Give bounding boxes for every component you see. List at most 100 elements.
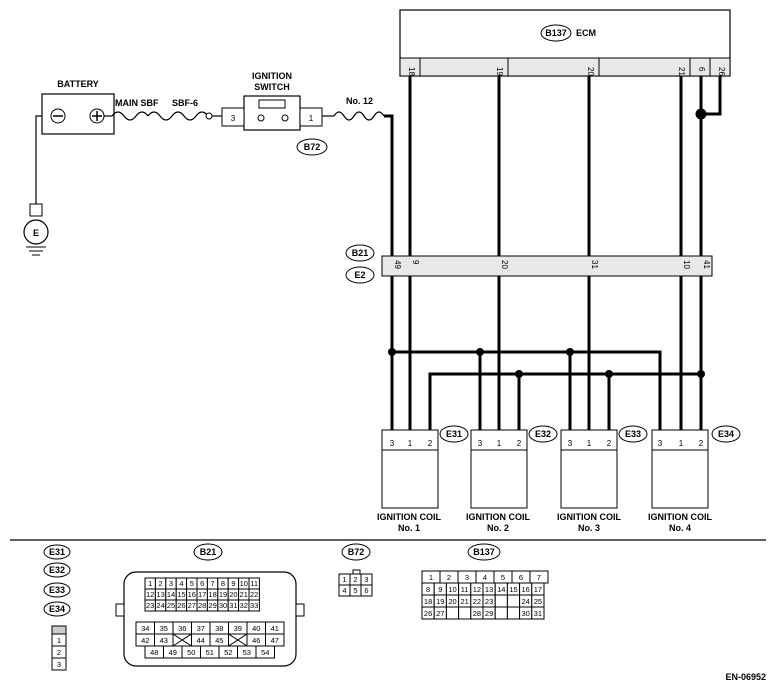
legend-coil-connector: E32 — [49, 565, 65, 575]
pin-number: 20 — [229, 590, 237, 599]
ground: E — [23, 115, 49, 256]
pin-number: 5 — [190, 579, 194, 588]
coil-number: No. 3 — [578, 523, 600, 533]
pin-number: 25 — [167, 601, 175, 610]
pin-number: 16 — [188, 590, 196, 599]
pin-number: 17 — [198, 590, 206, 599]
pin-number: 9 — [231, 579, 235, 588]
ground-label: E — [33, 228, 39, 238]
pin-number: 25 — [534, 597, 542, 606]
legend-coil-connector: E31 — [49, 547, 65, 557]
pin-number: 9 — [438, 585, 442, 594]
pin-number: 13 — [156, 590, 164, 599]
pin-number: 53 — [243, 648, 251, 657]
pin-number: 2 — [353, 575, 357, 584]
pin-number: 37 — [197, 624, 205, 633]
pin-number: 21 — [240, 590, 248, 599]
ignition-coil-4: 3 1 2 E34 IGNITION COIL No. 4 — [648, 425, 741, 533]
coil-pin: 2 — [517, 439, 522, 448]
pin-cell — [255, 645, 275, 659]
pin-number: 29 — [485, 609, 493, 618]
pin-number: 10 — [240, 579, 248, 588]
coil-pin: 3 — [478, 439, 483, 448]
pin-number: 1 — [429, 573, 433, 582]
pin-number: 21 — [461, 597, 469, 606]
pin-number: 16 — [522, 585, 530, 594]
pin-number: 3 — [465, 573, 469, 582]
legend-coil-connectors: E31 E32 E33 E34 1 2 3 — [43, 544, 71, 671]
ignition-switch: IGNITION SWITCH 3 1 B72 — [221, 71, 328, 156]
ecm-wires — [408, 76, 722, 256]
pin-number: 24 — [522, 597, 530, 606]
pin-number: 47 — [271, 636, 279, 645]
ecm-pins: 18 19 20 21 6 26 — [407, 58, 726, 76]
joint-bottom-label: E2 — [354, 270, 365, 280]
coil-wires — [388, 276, 705, 430]
pin-number: 8 — [426, 585, 430, 594]
pin-number: 45 — [215, 636, 223, 645]
pin-number: 2 — [447, 573, 451, 582]
pin-number: 5 — [353, 586, 357, 595]
pin-number: 1 — [148, 579, 152, 588]
pin-number: 6 — [519, 573, 523, 582]
pin-number: 18 — [424, 597, 432, 606]
ecm-pin: 19 — [495, 67, 504, 76]
sbf6-fuse — [147, 111, 209, 121]
pin-number: 26 — [424, 609, 432, 618]
coil-pin: 1 — [408, 439, 413, 448]
pin-number: 4 — [179, 579, 183, 588]
pin-number: 32 — [240, 601, 248, 610]
fuse-line: MAIN SBF SBF-6 — [104, 98, 222, 121]
joint-pin: 10 — [682, 260, 691, 269]
pin-number: 52 — [224, 648, 232, 657]
ignition-coil-2: 3 1 2 E32 IGNITION COIL No. 2 — [466, 425, 558, 533]
pin-number: 28 — [198, 601, 206, 610]
legend-b72-label: B72 — [348, 547, 365, 557]
pin-number: 28 — [473, 609, 481, 618]
pin-cell — [494, 594, 508, 608]
ecm-connector: B137 — [545, 28, 567, 38]
ecm-pin: 21 — [677, 67, 686, 76]
pin-number: 27 — [436, 609, 444, 618]
legend-coil-connector: E34 — [49, 604, 65, 614]
coil-number: No. 4 — [669, 523, 691, 533]
pin-number: 30 — [522, 609, 530, 618]
joint-pin: 9 — [411, 260, 420, 265]
legend-b21-label: B21 — [200, 547, 217, 557]
pin-number: 38 — [215, 624, 223, 633]
pin-number: 46 — [252, 636, 260, 645]
coil-pin: 2 — [607, 439, 612, 448]
pin-number: 24 — [156, 601, 164, 610]
pin-number: 15 — [509, 585, 517, 594]
figure-code: EN-06952 — [725, 672, 766, 682]
pin-cell — [494, 606, 508, 620]
pin-number: 2 — [159, 579, 163, 588]
coil-pin: 1 — [497, 439, 502, 448]
coil-pin: 3 — [658, 439, 663, 448]
ignition-pin-out: 1 — [309, 114, 314, 123]
legend-coil-connector: E33 — [49, 585, 65, 595]
coil-pin: 3 — [390, 439, 395, 448]
legend-coil-pin: 3 — [57, 660, 61, 669]
pin-number: 15 — [177, 590, 185, 599]
coil-connector: E32 — [535, 429, 551, 439]
pin-number: 22 — [250, 590, 258, 599]
coil-pin: 2 — [428, 439, 433, 448]
pin-number: 11 — [250, 579, 258, 588]
pin-cell — [360, 584, 373, 597]
pin-number: 1 — [342, 575, 346, 584]
joint-top-label: B21 — [352, 248, 369, 258]
ecm-pin: 26 — [717, 67, 726, 76]
pin-number: 42 — [141, 636, 149, 645]
pin-number: 3 — [169, 579, 173, 588]
pin-number: 50 — [187, 648, 195, 657]
pin-cell — [445, 606, 460, 620]
pin-number: 51 — [206, 648, 214, 657]
coil-name: IGNITION COIL — [466, 512, 531, 522]
pin-number: 13 — [485, 585, 493, 594]
coil-name: IGNITION COIL — [377, 512, 442, 522]
coil-name: IGNITION COIL — [557, 512, 622, 522]
sbf6-label: SBF-6 — [172, 98, 198, 108]
